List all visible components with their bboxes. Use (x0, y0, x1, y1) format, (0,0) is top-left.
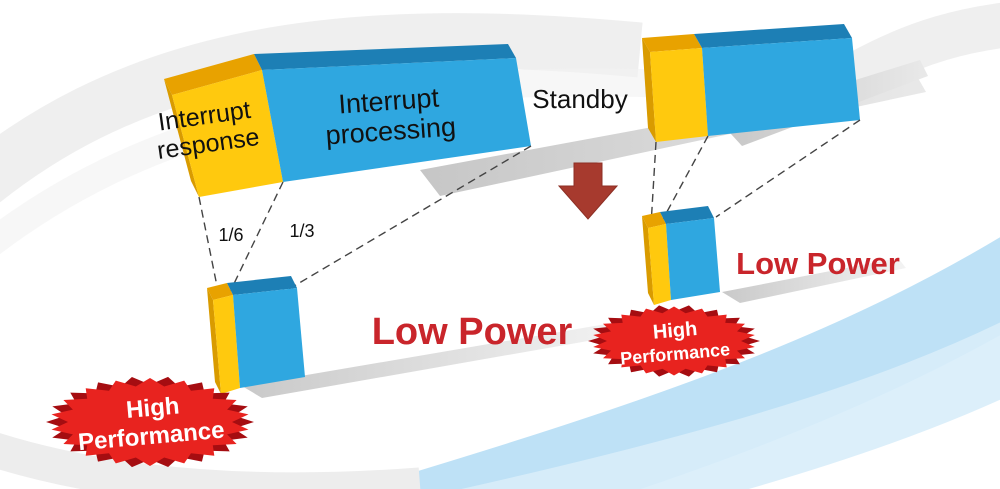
left-dashed-line-1 (198, 196, 220, 297)
right-dashed-line-1 (650, 141, 657, 226)
swoosh-top-right (818, 2, 1000, 110)
left-small-bar-shadow (242, 322, 628, 398)
swoosh-bottom-blue-2 (461, 322, 1000, 489)
left-low-power-label: Low Power (372, 311, 573, 353)
right-small-cube-shadow (722, 258, 906, 303)
right-bar-blue-top-face (694, 24, 852, 48)
small-bar-left-cap (207, 288, 221, 394)
cube-left-cap (642, 216, 654, 305)
big-bar-yellow-front (172, 70, 283, 197)
big-bar-blue-front (262, 58, 531, 182)
down-arrow-icon (557, 162, 619, 220)
right-projection-lines (650, 119, 861, 226)
cube-yellow-front (648, 224, 671, 305)
right-badge-starburst (593, 306, 755, 376)
right-dashed-line-3 (715, 119, 861, 218)
fraction-one-third: 1/3 (289, 221, 314, 241)
small-bar-yellow-front (213, 295, 240, 394)
top-left-bar (164, 44, 531, 197)
left-dashed-line-2 (228, 181, 284, 295)
left-projection-lines (198, 145, 532, 297)
right-bar-yellow-front (650, 48, 708, 142)
left-badge-line1: High (125, 392, 180, 424)
right-low-power-label: Low Power (736, 246, 900, 281)
left-high-performance-badge: High Performance (46, 376, 254, 468)
swoosh-bottom-left (0, 433, 421, 489)
small-bar-blue-front (233, 288, 305, 388)
right-small-cube (642, 206, 720, 305)
big-bar-blue-top-face (254, 44, 516, 70)
cube-yellow-top-face (642, 212, 666, 228)
right-bar-yellow-top-face (642, 34, 702, 52)
left-dashed-line-3 (283, 145, 532, 293)
cube-blue-front (666, 218, 720, 300)
big-bar-yellow-top-face (164, 54, 262, 95)
right-high-performance-badge: High Performance (587, 305, 761, 377)
standby-label: Standby (532, 84, 627, 114)
swoosh-bottom-blue (358, 237, 1000, 489)
right-badge-line1: High (652, 318, 698, 344)
interrupt-processing-label: Interrupt processing (325, 83, 457, 151)
left-badge-starburst (51, 378, 249, 466)
left-small-bar (207, 276, 305, 394)
big-bar-left-cap (164, 79, 199, 197)
top-right-bar (642, 24, 860, 142)
right-dashed-line-2 (661, 135, 709, 222)
small-bar-blue-top-face (227, 276, 297, 295)
interrupt-processing-line1: Interrupt (337, 83, 440, 120)
small-bar-yellow-top-face (207, 283, 233, 300)
right-bar-left-cap (642, 38, 656, 142)
cube-blue-top-face (660, 206, 714, 224)
right-bar-blue-front (702, 38, 860, 136)
fraction-one-sixth: 1/6 (218, 225, 243, 245)
